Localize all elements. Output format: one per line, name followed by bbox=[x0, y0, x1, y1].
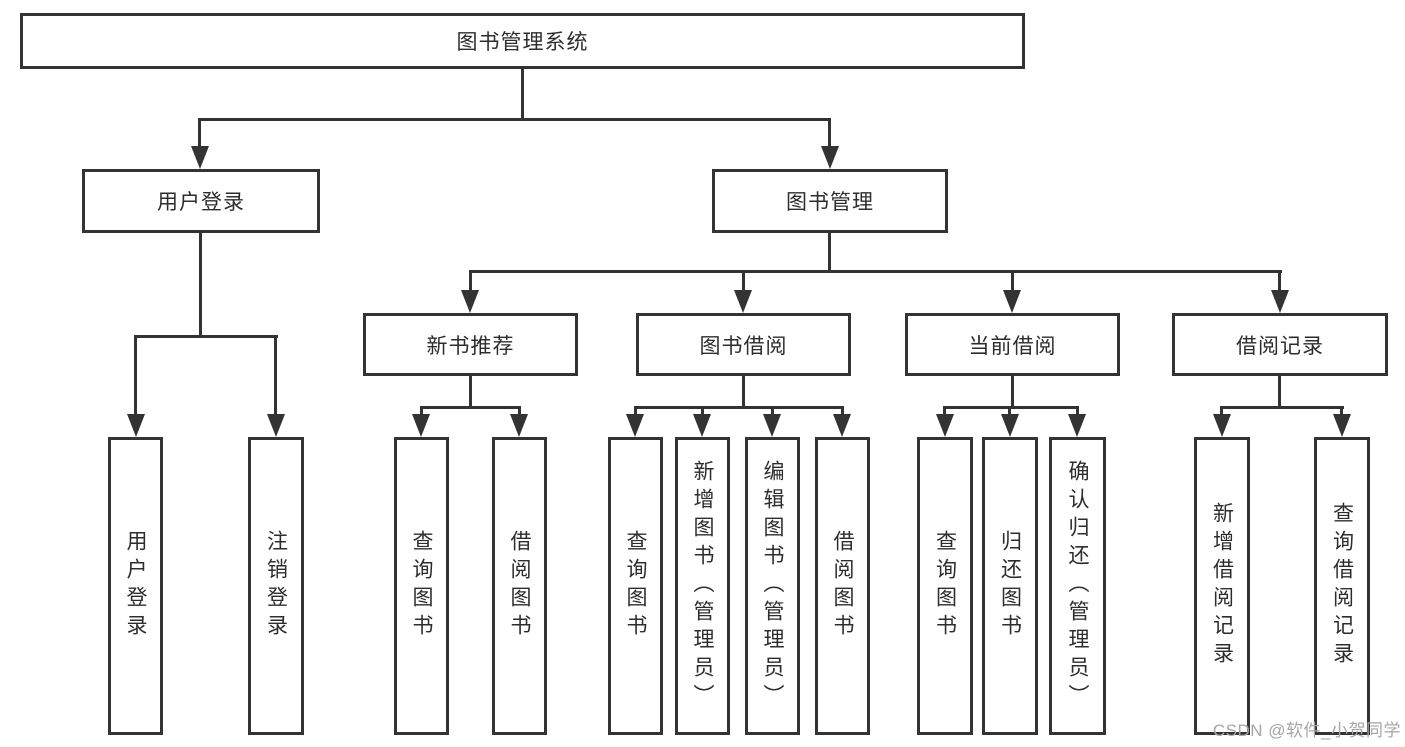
connector-line bbox=[828, 233, 831, 270]
node-borrowing-records: 借阅记录 bbox=[1172, 313, 1388, 376]
node-current-borrowing: 当前借阅 bbox=[905, 313, 1120, 376]
connector-line bbox=[134, 335, 278, 338]
arrow-down-icon bbox=[510, 414, 528, 437]
arrow-down-icon bbox=[1001, 414, 1019, 437]
connector-line bbox=[701, 406, 704, 414]
arrow-down-icon bbox=[626, 414, 644, 437]
connector-line bbox=[828, 118, 831, 146]
node-label: 注销登录 bbox=[264, 530, 288, 642]
leaf-query-books-current: 查询图书 bbox=[917, 437, 973, 735]
node-label: 新增借阅记录 bbox=[1210, 502, 1234, 670]
connector-line bbox=[518, 406, 521, 414]
node-label: 用户登录 bbox=[157, 191, 245, 214]
leaf-add-borrow-record: 新增借阅记录 bbox=[1194, 437, 1250, 735]
connector-line bbox=[274, 335, 277, 414]
node-label: 查询图书 bbox=[933, 530, 957, 642]
node-label: 借阅图书 bbox=[831, 530, 854, 642]
leaf-return-books: 归还图书 bbox=[982, 437, 1038, 735]
connector-line bbox=[199, 233, 202, 335]
arrow-down-icon bbox=[693, 414, 711, 437]
connector-line bbox=[634, 406, 637, 414]
arrow-down-icon bbox=[461, 290, 479, 313]
leaf-query-books-newbooks: 查询图书 bbox=[394, 437, 449, 735]
connector-line bbox=[1278, 270, 1281, 290]
node-label: 确认归还（管理员） bbox=[1066, 460, 1089, 712]
arrow-down-icon bbox=[412, 414, 430, 437]
connector-line bbox=[1011, 270, 1014, 290]
connector-line bbox=[1008, 406, 1011, 414]
node-label: 用户登录 bbox=[124, 530, 147, 642]
node-label: 图书借阅 bbox=[699, 334, 788, 358]
connector-line bbox=[1220, 406, 1223, 414]
connector-line bbox=[198, 118, 201, 146]
connector-line bbox=[634, 406, 844, 409]
connector-line bbox=[469, 270, 472, 290]
node-label: 图书管理系统 bbox=[456, 31, 589, 54]
arrow-down-icon bbox=[1213, 414, 1231, 437]
arrow-down-icon bbox=[833, 414, 851, 437]
node-label: 新书推荐 bbox=[426, 334, 515, 358]
node-label: 查询借阅记录 bbox=[1330, 502, 1354, 670]
node-book-borrowing: 图书借阅 bbox=[636, 313, 851, 376]
connector-line bbox=[420, 406, 423, 414]
leaf-borrow-books-borrowing: 借阅图书 bbox=[815, 437, 870, 735]
arrow-down-icon bbox=[821, 146, 839, 169]
node-user-login: 用户登录 bbox=[82, 169, 320, 233]
watermark: CSDN @软件_小贺同学 bbox=[1212, 721, 1401, 740]
arrow-down-icon bbox=[1068, 414, 1086, 437]
connector-line bbox=[1278, 376, 1281, 406]
leaf-logout-login: 注销登录 bbox=[248, 437, 304, 735]
leaf-edit-books-admin: 编辑图书（管理员） bbox=[745, 437, 800, 735]
leaf-query-books-borrowing: 查询图书 bbox=[608, 437, 663, 735]
connector-line bbox=[469, 376, 472, 406]
connector-line bbox=[134, 335, 137, 414]
connector-line bbox=[742, 270, 745, 290]
node-label: 图书管理 bbox=[786, 191, 874, 214]
arrow-down-icon bbox=[127, 414, 145, 437]
connector-line bbox=[841, 406, 844, 414]
connector-line bbox=[1011, 376, 1014, 406]
connector-line bbox=[742, 376, 745, 406]
arrow-down-icon bbox=[936, 414, 954, 437]
arrow-down-icon bbox=[734, 290, 752, 313]
leaf-confirm-return-admin: 确认归还（管理员） bbox=[1049, 437, 1106, 735]
connector-line bbox=[1220, 406, 1344, 409]
arrow-down-icon bbox=[1271, 290, 1289, 313]
connector-line bbox=[771, 406, 774, 414]
node-label: 归还图书 bbox=[998, 530, 1022, 642]
connector-line bbox=[198, 118, 831, 121]
connector-line bbox=[1076, 406, 1079, 414]
connector-line bbox=[469, 270, 1282, 273]
node-label: 新增图书（管理员） bbox=[691, 460, 714, 712]
node-library-management-system: 图书管理系统 bbox=[20, 13, 1025, 69]
arrow-down-icon bbox=[267, 414, 285, 437]
node-label: 编辑图书（管理员） bbox=[761, 460, 784, 712]
node-label: 借阅图书 bbox=[508, 530, 531, 642]
leaf-borrow-books-newbooks: 借阅图书 bbox=[492, 437, 547, 735]
arrow-down-icon bbox=[1003, 290, 1021, 313]
leaf-add-books-admin: 新增图书（管理员） bbox=[675, 437, 730, 735]
node-label: 查询图书 bbox=[624, 530, 647, 642]
arrow-down-icon bbox=[1333, 414, 1351, 437]
connector-line bbox=[943, 406, 1079, 409]
connector-line bbox=[1340, 406, 1343, 414]
connector-line bbox=[943, 406, 946, 414]
connector-line bbox=[420, 406, 521, 409]
leaf-query-borrow-record: 查询借阅记录 bbox=[1314, 437, 1370, 735]
leaf-user-login: 用户登录 bbox=[108, 437, 163, 735]
node-new-book-recommendation: 新书推荐 bbox=[363, 313, 578, 376]
node-label: 当前借阅 bbox=[968, 334, 1057, 358]
node-label: 借阅记录 bbox=[1236, 334, 1324, 358]
arrow-down-icon bbox=[191, 146, 209, 169]
node-label: 查询图书 bbox=[410, 530, 433, 642]
node-book-management: 图书管理 bbox=[712, 169, 948, 233]
arrow-down-icon bbox=[763, 414, 781, 437]
connector-line bbox=[521, 69, 524, 118]
